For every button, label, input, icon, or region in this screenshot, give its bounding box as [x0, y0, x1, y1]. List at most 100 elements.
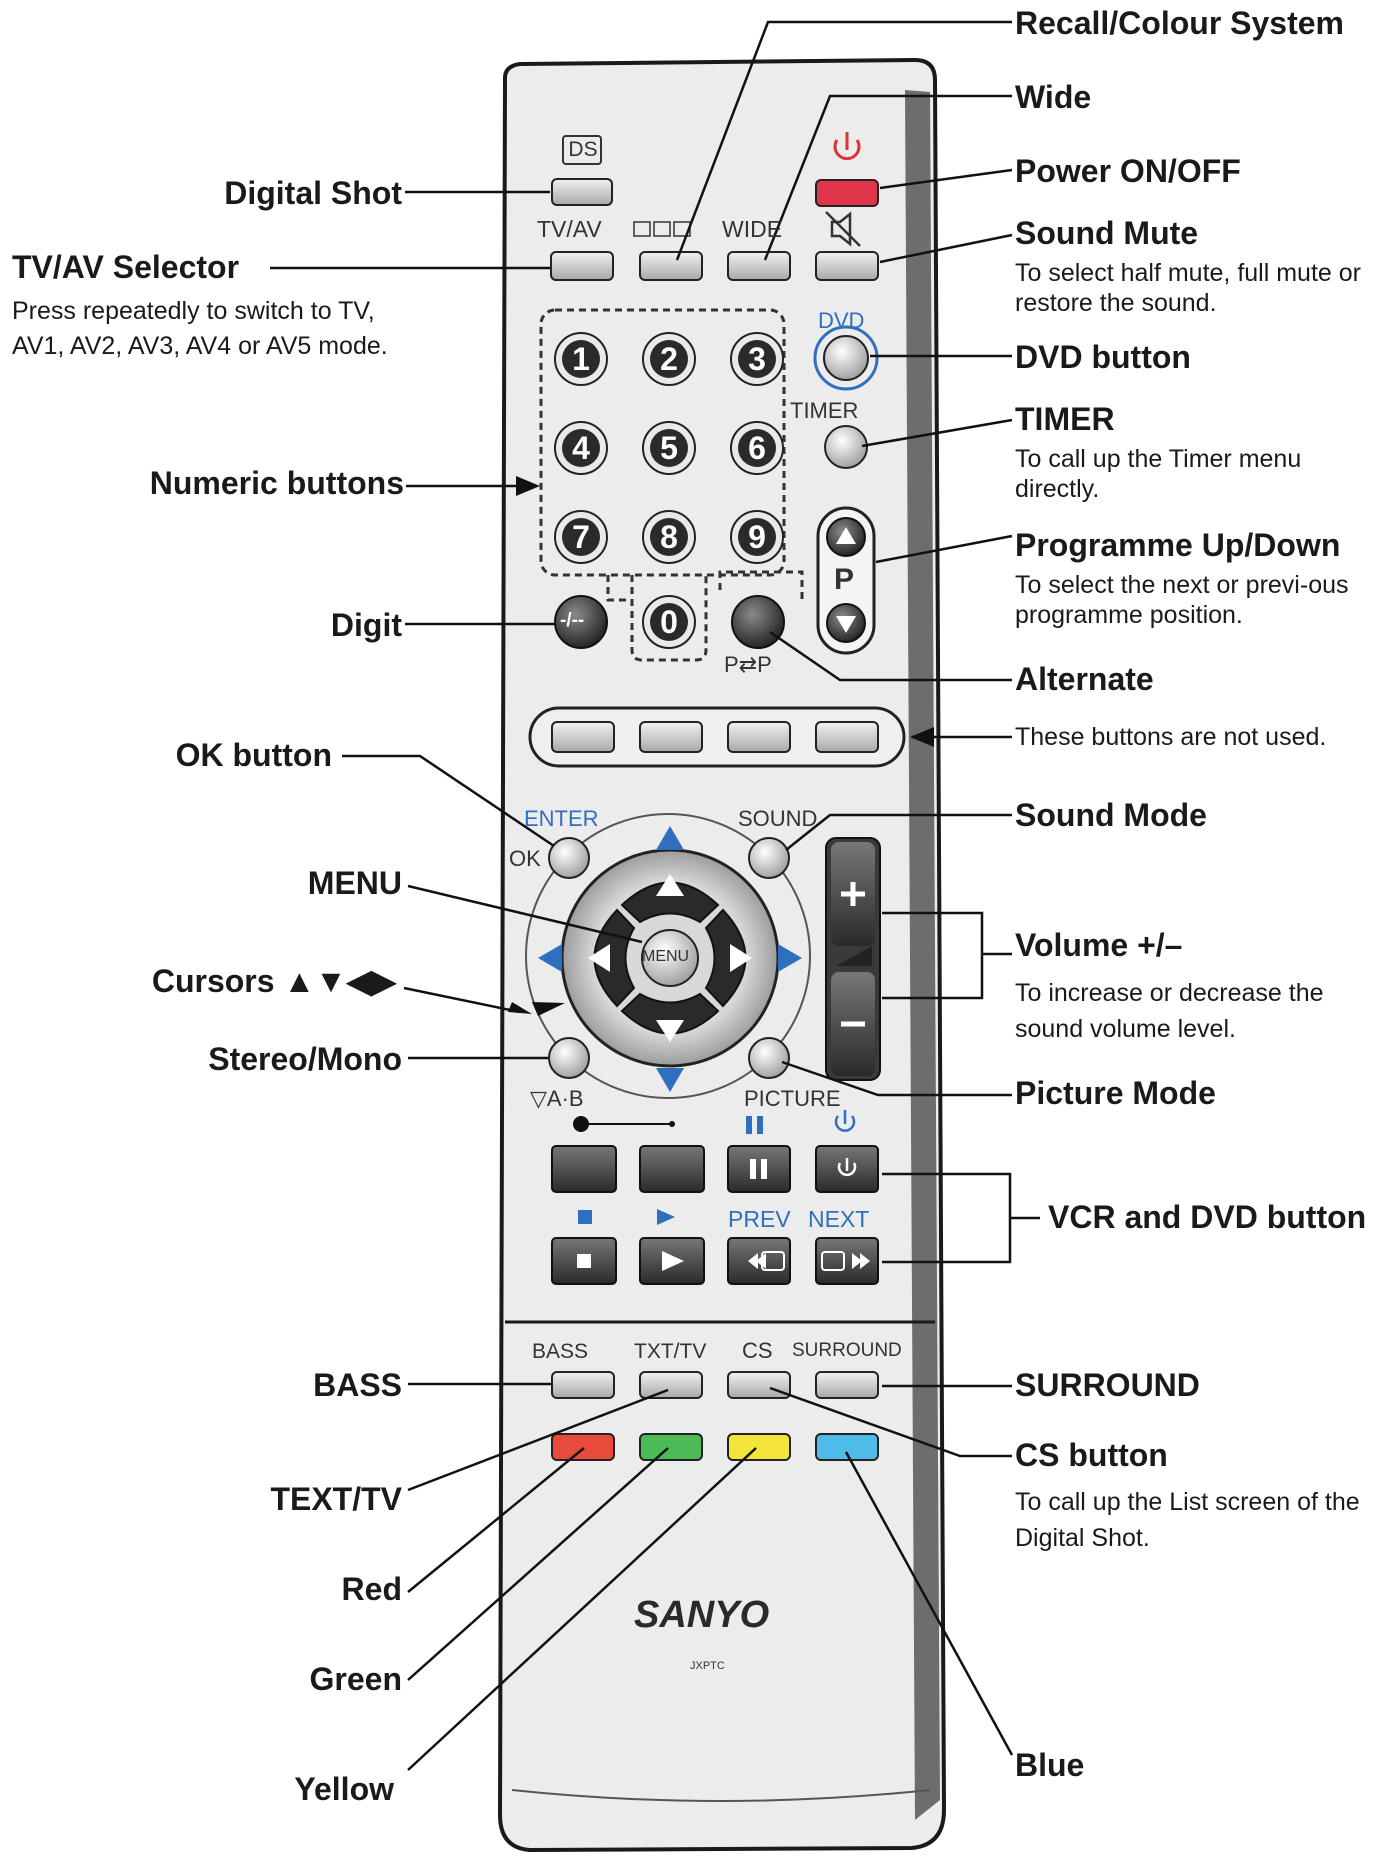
- bass-label: BASS: [532, 1340, 589, 1363]
- numeric-label-0: 0: [660, 604, 678, 640]
- callout-cs-desc: To call up the List screen of the Digita…: [1015, 1488, 1360, 1552]
- txttv-label: TXT/TV: [634, 1340, 707, 1363]
- pause-button: [727, 1145, 791, 1193]
- cursor-right-button: [704, 908, 747, 1008]
- callout-green: Green: [309, 1661, 402, 1697]
- numeric-button-face-6: [738, 429, 776, 467]
- numeric-label-7: 7: [572, 519, 590, 555]
- model-label: JXPTC: [690, 1660, 725, 1672]
- ok-label: OK: [509, 846, 541, 871]
- unused-button-3: [727, 721, 791, 753]
- unused-button-1: [551, 721, 615, 753]
- callout-tvav-desc: Press repeatedly to switch to TV, AV1, A…: [12, 297, 388, 360]
- numeric-button-face-4: [562, 429, 600, 467]
- callout-blue: Blue: [1015, 1747, 1085, 1783]
- callout-mute-desc: To select half mute, full mute or restor…: [1015, 259, 1361, 317]
- callout-not-used: These buttons are not used.: [1015, 723, 1327, 751]
- enter-label: ENTER: [524, 806, 599, 831]
- callout-alternate: Alternate: [1015, 661, 1154, 697]
- ok-button: [548, 837, 590, 879]
- power-button: [815, 179, 879, 207]
- unused-button-4: [815, 721, 879, 753]
- numeric-label-1: 1: [572, 341, 590, 377]
- remote-body-shade: [905, 90, 940, 1820]
- recall-button: [639, 251, 703, 281]
- callout-surround: SURROUND: [1015, 1367, 1200, 1403]
- cursor-up-button: [620, 881, 720, 924]
- picture-label: PICTURE: [744, 1086, 841, 1111]
- callout-sound-mode: Sound Mode: [1015, 797, 1207, 833]
- callout-volume: Volume +/–: [1015, 927, 1183, 963]
- numeric-button-face-2: [650, 340, 688, 378]
- leader-lines: [270, 20, 1040, 1771]
- wide-label: WIDE: [722, 216, 783, 242]
- digit-button: [554, 595, 608, 649]
- callout-recall: Recall/Colour System: [1015, 5, 1344, 41]
- next-label: NEXT: [808, 1206, 870, 1232]
- callout-volume-desc: To increase or decrease the sound volume…: [1015, 979, 1324, 1043]
- green-button: [639, 1433, 703, 1461]
- p-label: P: [834, 563, 855, 596]
- timer-label: TIMER: [790, 398, 859, 423]
- numeric-pad: [554, 332, 784, 649]
- cs-button: [727, 1371, 791, 1399]
- numeric-label-9: 9: [748, 519, 766, 555]
- power-icon: [833, 132, 861, 161]
- numeric-label-6: 6: [748, 430, 766, 466]
- surround-label: SURROUND: [792, 1340, 902, 1361]
- numeric-label-5: 5: [660, 430, 678, 466]
- numeric-label-4: 4: [572, 430, 590, 466]
- blue-button: [815, 1433, 879, 1461]
- callout-text-tv: TEXT/TV: [270, 1481, 402, 1517]
- callout-digit: Digit: [330, 607, 402, 643]
- dvd-label: DVD: [818, 308, 865, 333]
- timer-button: [824, 425, 868, 469]
- callout-cs: CS button: [1015, 1437, 1168, 1473]
- picture-mode-button: [748, 1037, 790, 1079]
- alternate-button: [731, 595, 785, 649]
- numeric-button-face-0: [650, 603, 688, 641]
- callout-dvd: DVD button: [1015, 339, 1191, 375]
- callout-wide: Wide: [1015, 79, 1092, 115]
- numeric-label-2: 2: [660, 341, 678, 377]
- menu-label: MENU: [642, 948, 690, 965]
- mute-button: [815, 251, 879, 281]
- numeric-button-face-7: [562, 518, 600, 556]
- numeric-button-face-3: [738, 340, 776, 378]
- numeric-button-face-9: [738, 518, 776, 556]
- callout-numeric: Numeric buttons: [149, 465, 404, 501]
- callout-menu: MENU: [307, 865, 402, 901]
- callout-digital-shot: Digital Shot: [224, 175, 402, 211]
- next-button: [815, 1237, 879, 1285]
- callout-vcr-dvd: VCR and DVD button: [1048, 1199, 1367, 1235]
- mute-icon: [825, 211, 861, 247]
- callout-yellow: Yellow: [294, 1771, 394, 1807]
- callout-ok: OK button: [175, 737, 332, 773]
- callout-programme: Programme Up/Down: [1015, 527, 1341, 563]
- unused-button-2: [639, 721, 703, 753]
- dvd-button: [823, 335, 869, 381]
- tvav-button: [550, 251, 614, 281]
- digit-button-label: -/--: [560, 610, 585, 631]
- callout-cursors: Cursors ▲▼◀▶: [151, 963, 396, 999]
- callout-power: Power ON/OFF: [1015, 153, 1241, 189]
- numeric-button-face-8: [650, 518, 688, 556]
- callout-mute: Sound Mute: [1015, 215, 1199, 251]
- vcr-button-2: [639, 1145, 705, 1193]
- cs-label: CS: [742, 1338, 773, 1363]
- callout-timer: TIMER: [1015, 401, 1115, 437]
- ds-label: DS: [568, 138, 598, 161]
- tvav-label: TV/AV: [537, 216, 602, 242]
- numeric-label-8: 8: [660, 519, 678, 555]
- menu-button: [641, 929, 699, 987]
- cursor-down-button: [620, 992, 720, 1035]
- callout-picture: Picture Mode: [1015, 1075, 1216, 1111]
- callout-tvav: TV/AV Selector: [12, 249, 240, 285]
- callout-timer-desc: To call up the Timer menu directly.: [1015, 445, 1302, 503]
- vcr-button-1: [551, 1145, 617, 1193]
- numeric-label-3: 3: [748, 341, 766, 377]
- wide-button: [727, 251, 791, 281]
- numeric-button-face-5: [650, 429, 688, 467]
